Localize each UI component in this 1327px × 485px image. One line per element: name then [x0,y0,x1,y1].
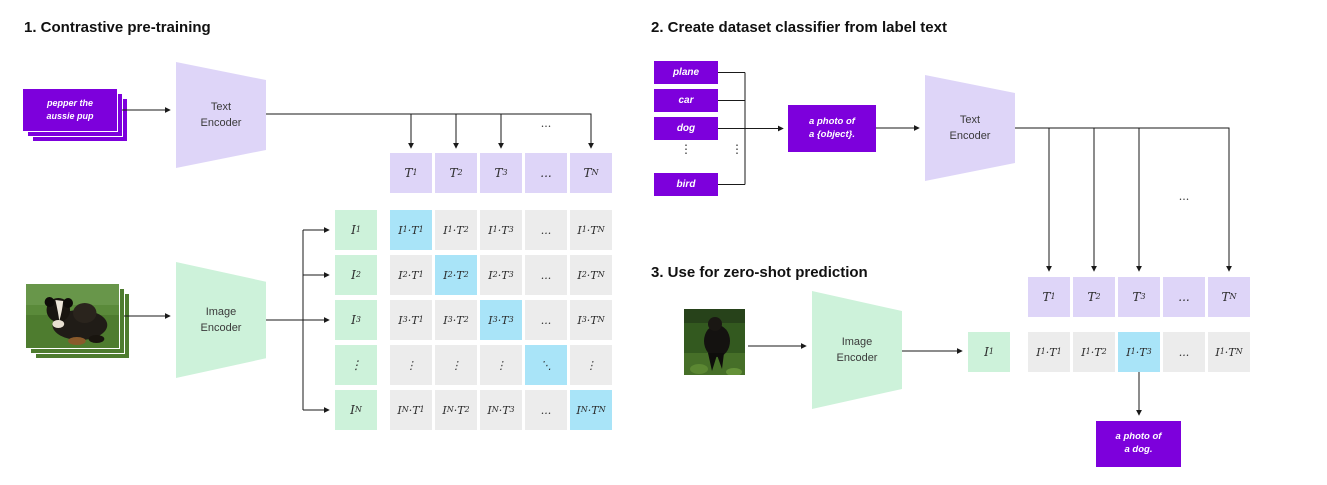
image-encoder-1: Image Encoder [176,262,266,378]
section3-title: 3. Use for zero-shot prediction [651,264,868,281]
matrix-cell: ... [525,390,567,430]
class-label-bird: bird [654,173,718,196]
dog-photo-art [26,284,119,348]
text-encoder-1-label: Text Encoder [200,100,242,130]
section1-title: 1. Contrastive pre-training [24,19,211,36]
matrix-cell: ⋮ [390,345,432,385]
matrix-cell: ... [525,255,567,295]
zero-shot-cell: ... [1163,332,1205,372]
image-encoder-1-label: Image Encoder [200,305,242,335]
prediction-line-1: a photo of [1115,431,1162,443]
t-cell-2: ... [1163,277,1205,317]
collector-dots: ⋮ [731,142,743,156]
matrix-cell: ⋮ [480,345,522,385]
image-encoder-2-label: Image Encoder [836,335,878,365]
matrix-cell: ⋮ [435,345,477,385]
matrix-cell: ⋮ [570,345,612,385]
matrix-cell: ⋱ [525,345,567,385]
t-cell: ... [525,153,567,193]
dog-photo-2-art [684,309,745,375]
text-encoder-1: Text Encoder [176,62,266,168]
t-branch-ellipsis: ... [540,117,552,130]
t-branch-ellipsis-2: ... [1178,190,1190,203]
matrix-cell: ... [525,210,567,250]
section2-title: 2. Create dataset classifier from label … [651,19,947,36]
dog-photo-2 [683,308,746,376]
prediction-box: a photo of a dog. [1096,421,1181,467]
text-encoder-2-label: Text Encoder [949,113,991,143]
text-encoder-2: Text Encoder [925,75,1015,181]
class-label-car: car [654,89,718,112]
text-input-stack: pepper the aussie pup [22,88,128,142]
dog-photo [25,283,120,349]
image-input-stack [25,283,131,360]
class-label-plane: plane [654,61,718,84]
prediction-line-2: a dog. [1124,444,1153,455]
stack-layer-front: pepper the aussie pup [22,88,118,132]
image-encoder-2: Image Encoder [812,291,902,409]
class-label-dog: dog [654,117,718,140]
i-cell: ⋮ [335,345,377,385]
matrix-cell: ... [525,300,567,340]
label-column-dots: ⋮ [680,142,692,156]
prompt-line-2: a {object}. [809,128,855,140]
prompt-line-1: a photo of [809,115,855,127]
prompt-box: a photo of a {object}. [788,105,876,152]
text-input-label: pepper the aussie pup [46,98,94,121]
